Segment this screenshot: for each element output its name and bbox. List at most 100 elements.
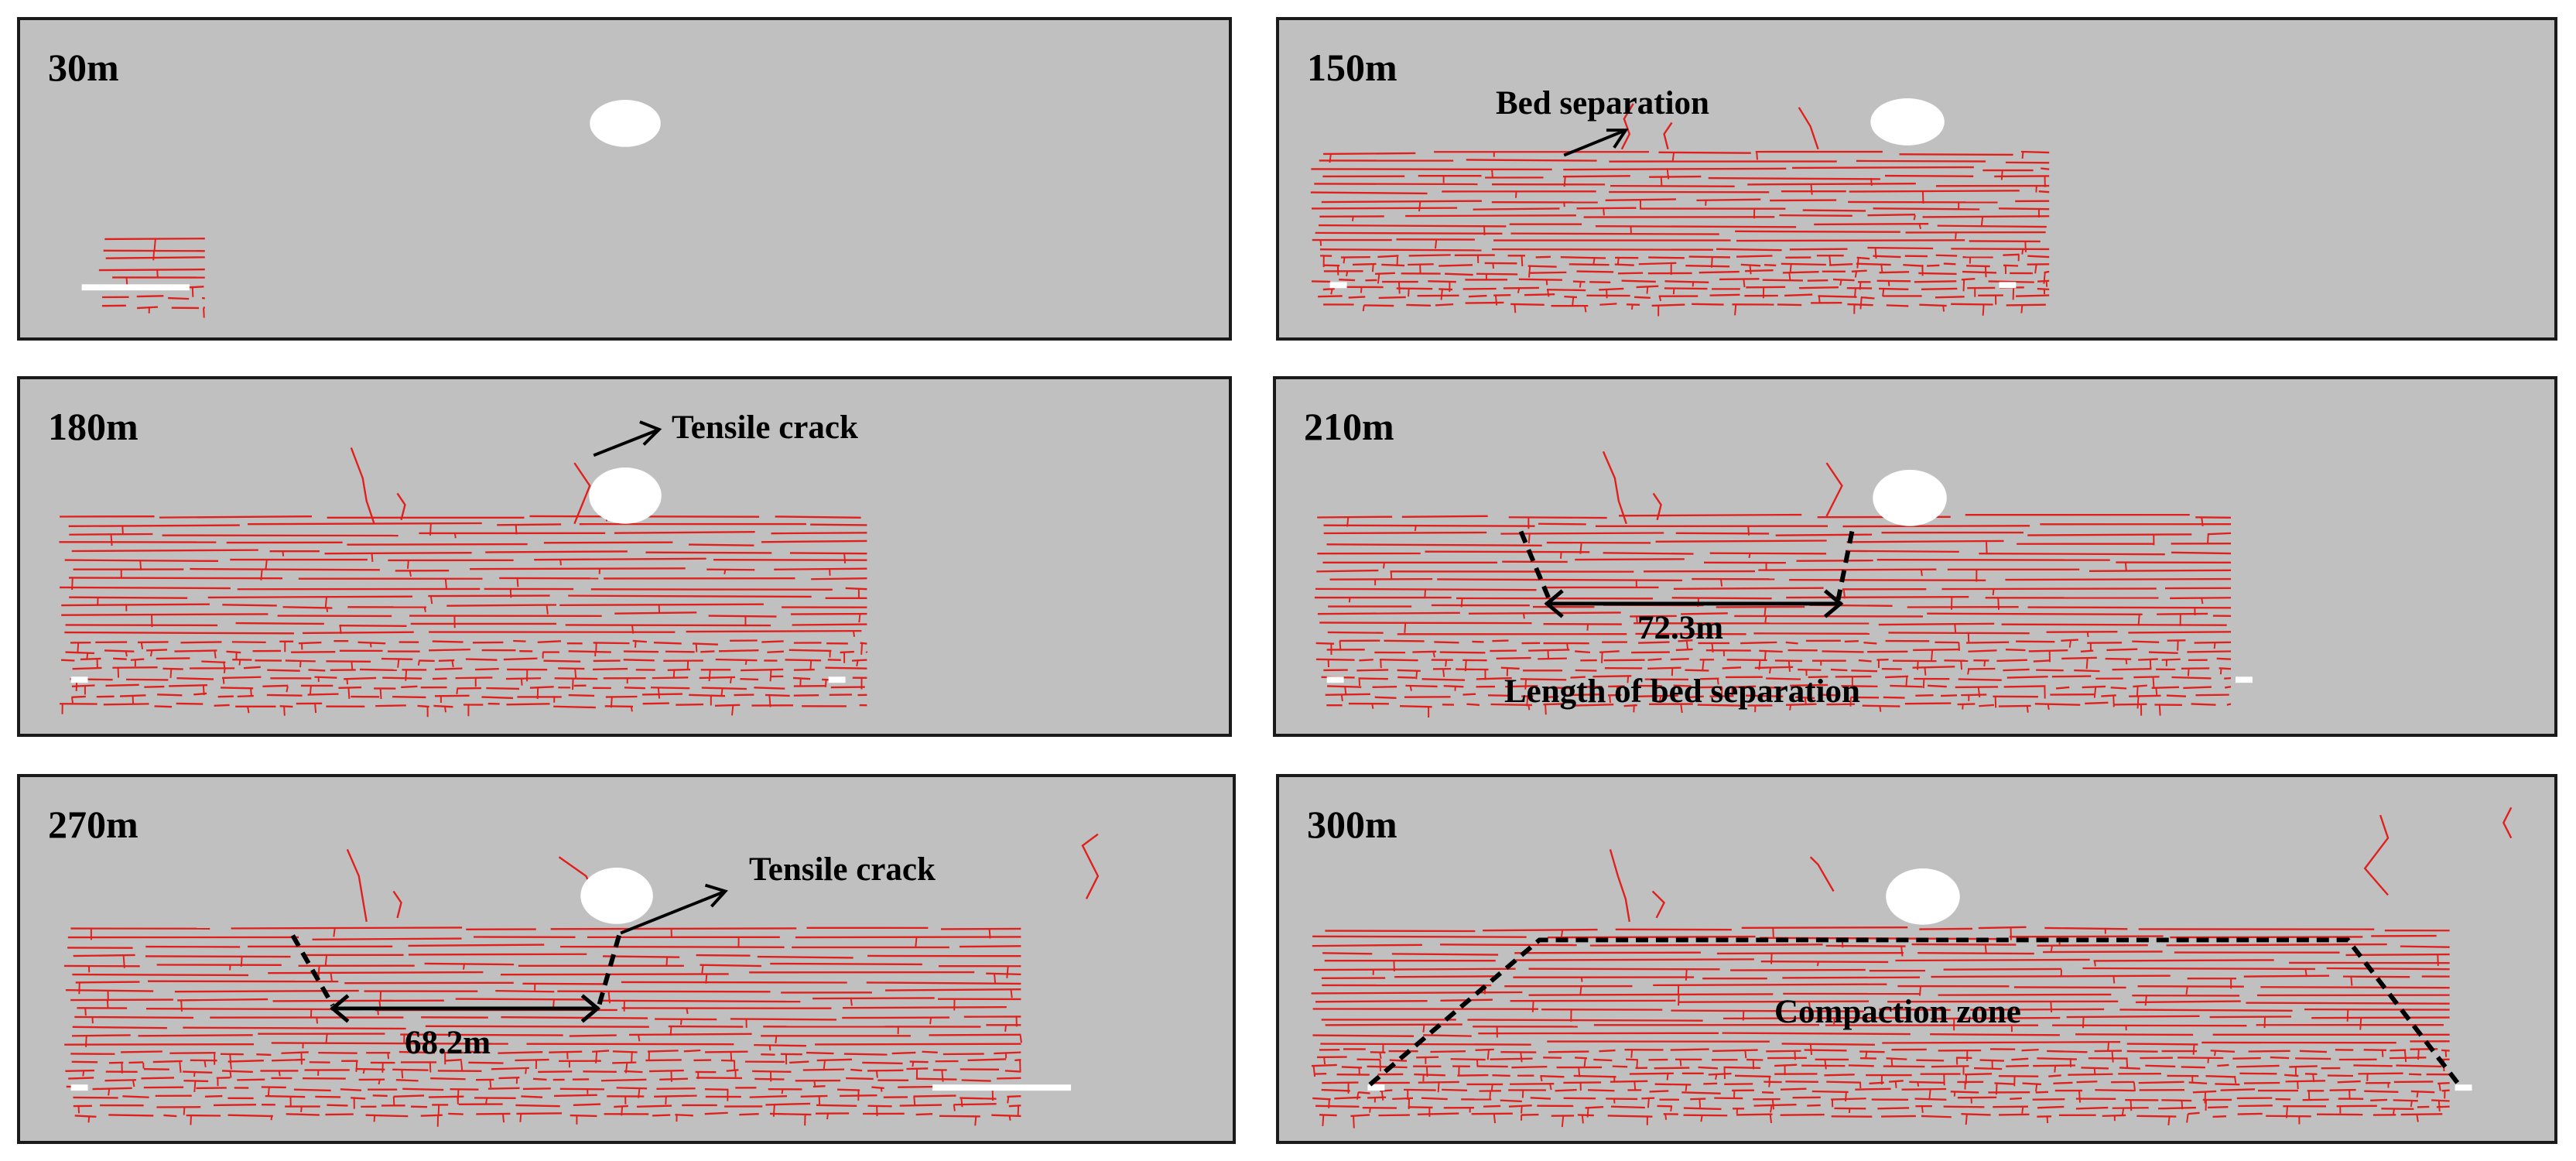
crack-segment [1811, 1090, 1849, 1094]
crack-segment [1883, 696, 1905, 699]
crack-segment [1425, 550, 1590, 553]
crack-segment [65, 1069, 94, 1072]
crack-segment [344, 676, 377, 680]
annotation-arrow [620, 889, 727, 935]
crack-segment [1919, 927, 1973, 930]
crack-segment [2011, 1057, 2029, 1061]
crack-segment [265, 1094, 306, 1098]
crack-segment [1994, 1082, 2015, 1085]
crack-tick [1527, 533, 1531, 544]
crack-segment [2329, 1088, 2356, 1091]
crack-tick [686, 1008, 689, 1015]
crack-tick [525, 1069, 527, 1074]
crack-tick [1672, 288, 1675, 295]
crack-segment [497, 523, 562, 526]
crack-segment [1540, 1074, 1565, 1078]
crack-segment [420, 1114, 443, 1117]
crack-tick [2126, 1058, 2129, 1069]
crack-segment [1851, 269, 1867, 272]
vertical-crack [1652, 492, 1662, 521]
crack-segment [1634, 296, 1651, 299]
crack-segment [866, 981, 1021, 985]
crack-tick [2012, 287, 2015, 300]
crack-segment [419, 659, 435, 663]
crack-tick [183, 1107, 186, 1115]
crack-segment [2243, 974, 2330, 978]
crack-segment [1496, 656, 1531, 660]
crack-segment [1651, 890, 1666, 919]
crack-segment [2212, 1115, 2227, 1118]
crack-segment [237, 1078, 265, 1081]
crack-segment [402, 1087, 444, 1091]
panel-180m: 180m Tensile crack [17, 376, 1232, 737]
crack-segment [1471, 1112, 1513, 1115]
crack-segment [1698, 1066, 1718, 1070]
crack-segment [761, 640, 784, 643]
crack-segment [2311, 1016, 2450, 1019]
crack-segment [2036, 669, 2064, 672]
crack-segment [1824, 1074, 1855, 1077]
crack-segment [1917, 951, 2034, 955]
crack-segment [2041, 167, 2050, 170]
crack-segment [1863, 642, 1877, 645]
crack-segment [701, 687, 747, 690]
crack-segment [65, 989, 154, 992]
crack-segment [2094, 1050, 2123, 1053]
crack-segment [686, 629, 862, 633]
crack-segment [455, 676, 493, 680]
crack-segment [1392, 1097, 1414, 1101]
crack-segment [1685, 265, 1730, 268]
crack-segment [1569, 263, 1610, 266]
crack-segment [2038, 190, 2050, 194]
crack-segment [72, 973, 249, 977]
crack-tick [1890, 1058, 1894, 1067]
crack-segment [1492, 639, 1509, 642]
crack-tick [149, 650, 153, 657]
crack-segment [815, 1043, 1021, 1046]
crack-segment [700, 964, 761, 968]
crack-segment [1599, 1049, 1616, 1053]
crack-tick [1616, 686, 1619, 696]
crack-segment [1609, 849, 1630, 923]
crack-segment [146, 649, 168, 652]
crack-segment [2236, 1064, 2280, 1068]
crack-tick [1008, 1115, 1011, 1121]
crack-segment [2126, 1043, 2198, 1046]
crack-tick [204, 1060, 207, 1067]
crack-tick [2297, 1081, 2299, 1090]
crack-tick [152, 250, 156, 261]
crack-segment [2161, 1099, 2192, 1102]
crack-segment [237, 694, 254, 698]
crack-segment [1437, 578, 1683, 582]
crack-tick [1986, 542, 1988, 555]
crack-segment [346, 848, 368, 923]
crack-tick [1442, 669, 1445, 677]
crack-segment [399, 1050, 436, 1054]
vertical-crack [1651, 890, 1666, 919]
crack-segment [428, 1095, 464, 1098]
crack-segment [2106, 648, 2138, 652]
crack-segment [1759, 649, 1783, 653]
crack-field-30m [81, 99, 661, 318]
crack-tick [1579, 281, 1582, 288]
crack-segment [73, 954, 135, 957]
crack-segment [1599, 303, 1617, 306]
crack-segment [1400, 704, 1432, 708]
crack-segment [498, 1077, 520, 1080]
crack-tick [775, 1036, 778, 1043]
crack-segment [1641, 1097, 1655, 1100]
crack-segment [1008, 1104, 1021, 1108]
crack-tick [1312, 1066, 1316, 1077]
crack-segment [1546, 288, 1586, 292]
crack-tick [1584, 306, 1587, 313]
crack-segment [347, 543, 528, 546]
crack-segment [816, 1104, 857, 1108]
crack-segment [1500, 666, 1520, 670]
crack-segment [2217, 1063, 2229, 1067]
crack-segment [1895, 958, 2090, 962]
crack-tick [1010, 990, 1013, 998]
crack-tick [1702, 659, 1705, 670]
crack-segment [1505, 685, 1538, 688]
crack-segment [1943, 1105, 1985, 1108]
crack-segment [649, 1069, 684, 1073]
